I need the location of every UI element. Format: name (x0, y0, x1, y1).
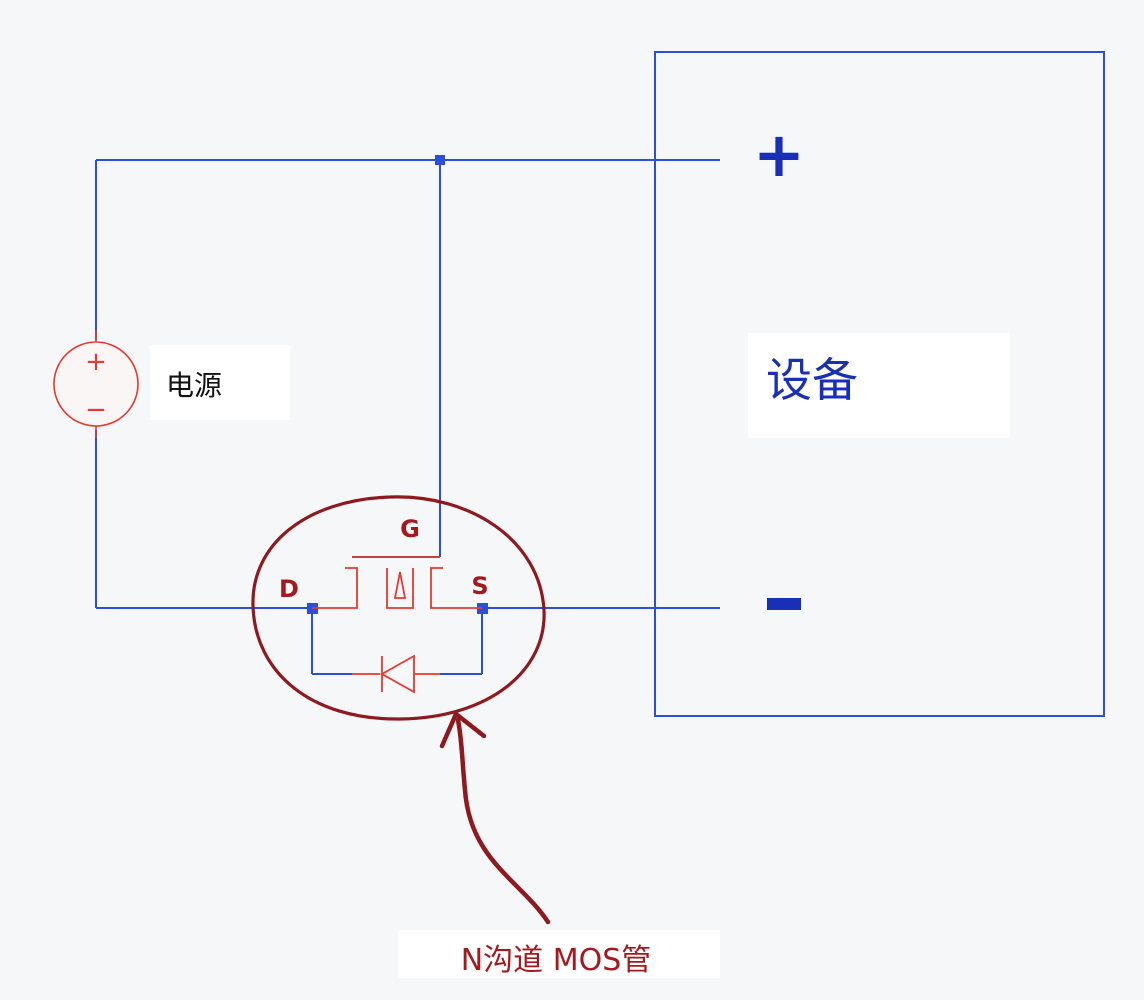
body-diode (352, 654, 440, 694)
mosfet-pointer-arrowhead (439, 711, 487, 749)
channel-right (400, 568, 414, 609)
channel-arrow (393, 571, 407, 599)
power-source-minus: − (85, 395, 107, 425)
junction-gate-top (435, 155, 445, 165)
gate-pin-label: G (400, 515, 420, 543)
drain-leg (312, 567, 358, 609)
drain-pin-label: D (279, 575, 299, 603)
power-source-symbol (53, 330, 139, 438)
source-pin-label: S (471, 572, 488, 600)
caption-panel (398, 930, 720, 978)
power-source-label: 电源 (166, 369, 222, 402)
mosfet-symbol (312, 556, 482, 609)
source-leg (430, 567, 482, 609)
junction-source (477, 603, 488, 614)
power-source-plus: + (85, 347, 107, 377)
mosfet-pointer-arrow (455, 717, 551, 925)
source-label-panel (150, 345, 290, 420)
device-label: 设备 (766, 353, 858, 407)
channel-body (386, 568, 400, 609)
mosfet-caption: N沟道 MOS管 (461, 943, 652, 978)
device-minus-terminal (767, 598, 801, 610)
device-box (654, 51, 1105, 717)
mosfet-highlight-circle (251, 495, 546, 721)
device-plus-terminal: + (753, 118, 805, 191)
device-label-panel (748, 333, 1010, 438)
